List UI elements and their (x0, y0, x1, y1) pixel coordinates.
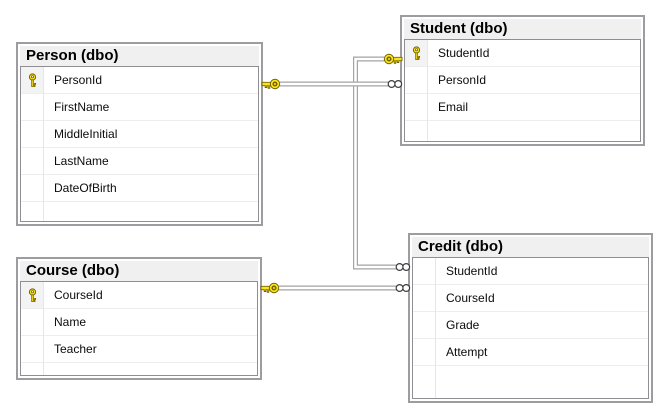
column-row-courseid[interactable]: CourseId (21, 282, 257, 309)
column-row-studentid[interactable]: StudentId (413, 258, 648, 285)
table-person-title[interactable]: Person (dbo) (20, 46, 259, 66)
key-column-cell (405, 67, 427, 93)
empty-row-area (21, 363, 257, 375)
column-name: StudentId (446, 264, 498, 278)
column-name: CourseId (54, 288, 103, 302)
column-row-firstname[interactable]: FirstName (21, 94, 258, 121)
key-column-cell (21, 94, 43, 120)
relationship-course-credit[interactable] (260, 282, 411, 294)
column-name: Teacher (54, 342, 97, 356)
primary-key-icon (21, 67, 43, 93)
key-column-cell (413, 339, 435, 365)
key-column-cell (413, 258, 435, 284)
key-column-cell (21, 309, 43, 335)
column-name: CourseId (446, 291, 495, 305)
column-row-dateofbirth[interactable]: DateOfBirth (21, 175, 258, 202)
column-name: Name (54, 315, 87, 329)
empty-row-area (405, 121, 640, 141)
empty-row-area (21, 202, 258, 221)
key-column-cell (21, 121, 43, 147)
one-side-key-icon (261, 78, 281, 90)
column-name: FirstName (54, 100, 110, 114)
key-column-cell (413, 312, 435, 338)
column-name: Grade (446, 318, 480, 332)
column-row-middleinitial[interactable]: MiddleInitial (21, 121, 258, 148)
key-glyph (28, 287, 36, 302)
column-row-lastname[interactable]: LastName (21, 148, 258, 175)
key-glyph (28, 72, 36, 87)
relationship-person-student[interactable] (261, 78, 403, 90)
column-name: Email (438, 100, 469, 114)
column-name: LastName (54, 154, 109, 168)
column-row-email[interactable]: Email (405, 94, 640, 121)
column-row-studentid[interactable]: StudentId (405, 40, 640, 67)
one-side-key-icon (260, 282, 280, 294)
column-row-name[interactable]: Name (21, 309, 257, 336)
column-row-personid[interactable]: PersonId (21, 67, 258, 94)
column-name: MiddleInitial (54, 127, 118, 141)
column-row-grade[interactable]: Grade (413, 312, 648, 339)
column-name: StudentId (438, 46, 490, 60)
column-name: PersonId (438, 73, 487, 87)
table-student-title[interactable]: Student (dbo) (404, 19, 641, 39)
primary-key-icon (21, 282, 43, 308)
column-name: DateOfBirth (54, 181, 117, 195)
key-column-cell (21, 175, 43, 201)
column-row-personid[interactable]: PersonId (405, 67, 640, 94)
key-column-cell (413, 285, 435, 311)
column-row-attempt[interactable]: Attempt (413, 339, 648, 366)
key-column-cell (405, 94, 427, 120)
column-name: PersonId (54, 73, 103, 87)
column-row-courseid[interactable]: CourseId (413, 285, 648, 312)
table-credit-title[interactable]: Credit (dbo) (412, 237, 649, 257)
column-row-teacher[interactable]: Teacher (21, 336, 257, 363)
key-glyph (412, 45, 420, 60)
primary-key-icon (405, 40, 427, 66)
key-column-cell (21, 148, 43, 174)
column-name: Attempt (446, 345, 488, 359)
key-column-cell (21, 336, 43, 362)
empty-row-area (413, 366, 648, 398)
table-course-title[interactable]: Course (dbo) (20, 261, 258, 281)
